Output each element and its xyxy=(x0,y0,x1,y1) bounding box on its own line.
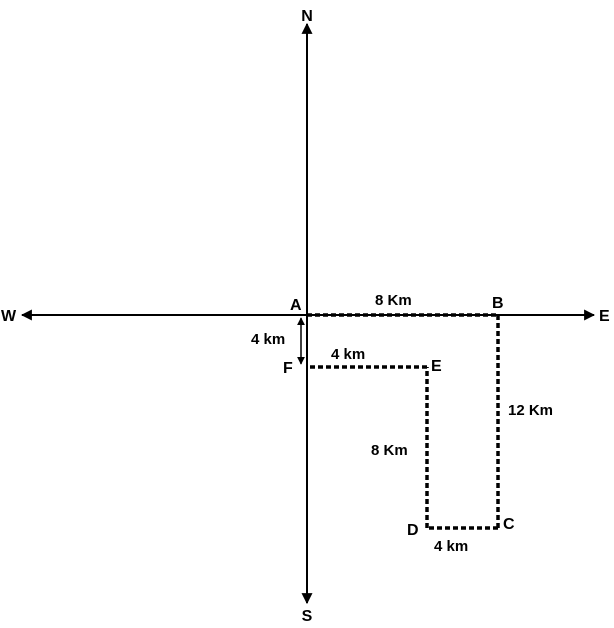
north-label: N xyxy=(301,8,313,25)
distance-de-label: 8 Km xyxy=(371,442,408,459)
distance-ef-label: 4 km xyxy=(331,346,365,363)
distance-fa-label: 4 km xyxy=(251,331,285,348)
east-label: E xyxy=(599,308,610,325)
point-b-label: B xyxy=(492,295,504,312)
point-a-label: A xyxy=(290,297,302,314)
point-c-label: C xyxy=(503,516,515,533)
point-d-label: D xyxy=(407,522,419,539)
distance-ab-label: 8 Km xyxy=(375,292,412,309)
distance-bc-label: 12 Km xyxy=(508,402,553,419)
point-f-label: F xyxy=(283,360,293,377)
distance-cd-label: 4 km xyxy=(434,538,468,555)
point-e-label: E xyxy=(431,358,442,375)
west-label: W xyxy=(1,308,17,325)
south-label: S xyxy=(302,608,313,625)
